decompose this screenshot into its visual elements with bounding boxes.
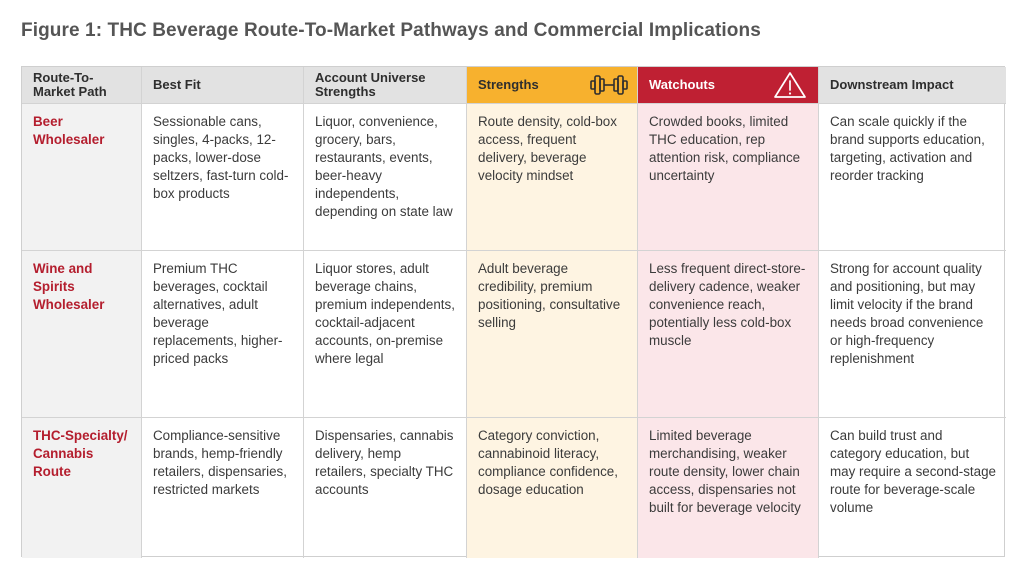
figure-title: Figure 1: THC Beverage Route-To-Market P… — [21, 20, 761, 41]
route-path-label: Beer Wholesaler — [33, 114, 105, 147]
table-row-path: Wine and Spirits Wholesaler — [22, 251, 142, 418]
warning-icon — [770, 71, 810, 99]
header-downstream-impact: Downstream Impact — [819, 67, 1006, 104]
header-watchouts: Watchouts — [638, 67, 819, 104]
table-cell-watchouts: Limited beverage merchandising, weaker r… — [638, 418, 819, 558]
route-path-label: THC-Specialty/ Cannabis Route — [33, 428, 128, 479]
header-label: Downstream Impact — [830, 77, 954, 92]
route-to-market-table: Route-To-Market Path Best Fit Account Un… — [21, 66, 1006, 558]
header-label: Account Universe Strengths — [315, 70, 426, 99]
table-cell-strengths: Adult beverage credibility, premium posi… — [467, 251, 638, 418]
table-cell-downstream: Can build trust and category education, … — [830, 428, 996, 515]
dumbbell-icon — [589, 71, 629, 99]
table-cell-best-fit: Compliance-sensitive brands, hemp-friend… — [142, 418, 304, 558]
header-label: Strengths — [478, 77, 539, 92]
table-cell-account-universe: Liquor, convenience, grocery, bars, rest… — [304, 104, 467, 251]
table-row-path: Beer Wholesaler — [22, 104, 142, 251]
header-route-to-market-path: Route-To-Market Path — [22, 67, 142, 104]
header-account-universe-strengths: Account Universe Strengths — [304, 67, 467, 104]
table-cell-best-fit: Premium THC beverages, cocktail alternat… — [142, 251, 304, 418]
header-strengths: Strengths — [467, 67, 638, 104]
table-cell-account-universe: Liquor stores, adult beverage chains, pr… — [304, 251, 467, 418]
table-cell-downstream: Can scale quickly if the brand supports … — [819, 104, 1006, 251]
header-label: Route-To-Market Path — [33, 70, 107, 99]
table-cell-watchouts: Crowded books, limited THC education, re… — [638, 104, 819, 251]
table-cell-best-fit: Sessionable cans, singles, 4-packs, 12-p… — [142, 104, 304, 251]
table-row-path: THC-Specialty/ Cannabis Route — [22, 418, 142, 558]
header-label: Best Fit — [153, 77, 201, 92]
route-path-label: Wine and Spirits Wholesaler — [33, 261, 105, 312]
table-cell-account-universe: Dispensaries, cannabis delivery, hemp re… — [304, 418, 467, 558]
table-cell-strengths: Category conviction, cannabinoid literac… — [467, 418, 638, 558]
table-cell-downstream: Strong for account quality and positioni… — [819, 251, 1006, 418]
header-best-fit: Best Fit — [142, 67, 304, 104]
header-label: Watchouts — [649, 77, 715, 92]
table-cell-watchouts: Less frequent direct-store-delivery cade… — [638, 251, 819, 418]
table-cell-strengths: Route density, cold-box access, frequent… — [467, 104, 638, 251]
